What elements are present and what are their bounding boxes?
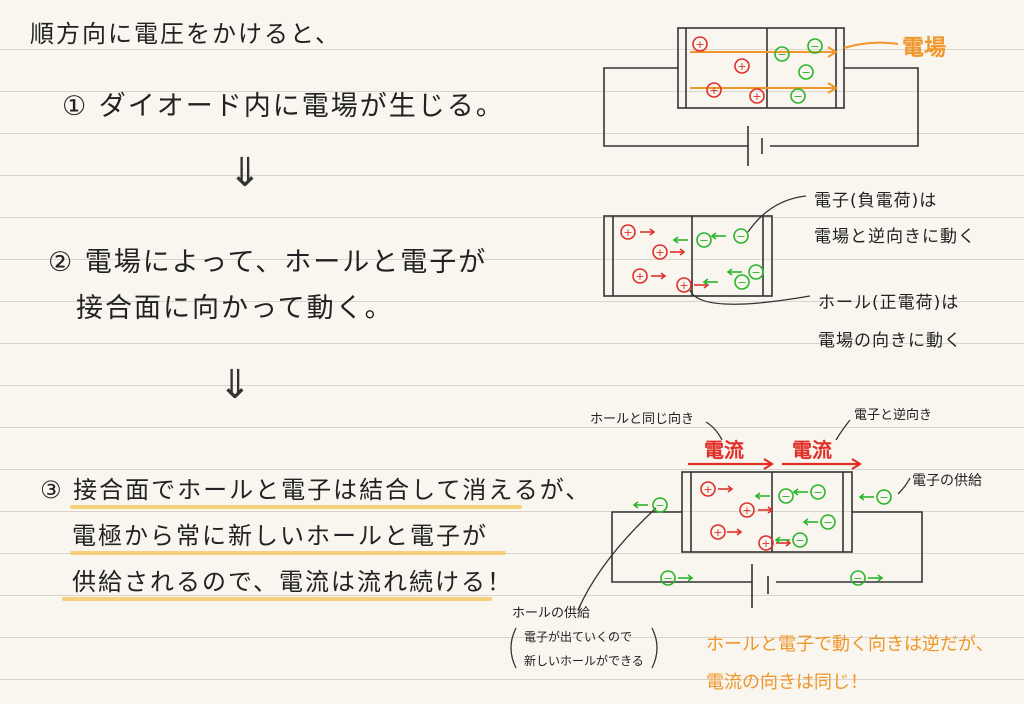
hole-sign: + [742,504,751,517]
step3-line3: 供給されるので、電流は流れ続ける！ [72,568,514,596]
electron-circle [660,570,676,586]
wire-left-1 [603,67,748,147]
electron-sign: − [737,276,746,289]
electron-circle [733,228,749,244]
down-arrow-2: ⇓ [218,362,252,408]
pointer-hole-supply [577,507,657,611]
electron-sign: − [699,234,708,247]
hole-sign: + [635,270,644,283]
step3-line1: ③ 接合面でホールと電子は結合して消えるが、 [40,476,592,504]
hole-sign: + [679,279,688,292]
diode-body-2 [603,215,773,297]
hole-circle [676,277,692,293]
hole-circle [706,82,722,98]
wire-left-3 [611,511,752,583]
electron-circle [807,38,823,54]
electron-circle [876,489,892,505]
hole-sign: + [713,526,722,539]
electron-circle [748,264,764,280]
electron-sign: − [879,491,888,504]
electron-sign: − [853,572,862,585]
hole-sign: + [761,537,770,550]
hole-sign: + [752,90,761,103]
electron-note-line1: 電子(負電荷)は [814,191,938,211]
current-label-2: 電流 [792,438,832,462]
hole-circle [632,268,648,284]
hole-circle [620,224,636,240]
step1-text: ① ダイオード内に電場が生じる。 [62,91,505,122]
electron-circle [790,88,806,104]
electron-sign: − [736,230,745,243]
hole-sign: + [703,483,712,496]
highlight-line2 [70,551,506,555]
electron-circle [652,497,668,513]
highlight-line1 [70,505,522,509]
electron-sign: − [777,48,786,61]
electron-sign: − [655,499,664,512]
hole-circle [739,502,755,518]
intro-text: 順方向に電圧をかけると、 [30,20,342,48]
current-label-1: 電流 [704,438,744,462]
electron-circle [774,46,790,62]
electron-sign: − [813,486,822,499]
hole-circle [710,524,726,540]
pointer-hole-note [689,289,811,305]
electron-sign: − [663,572,672,585]
electron-opposite-label: 電子と逆向き [854,408,933,423]
electron-sign: − [823,516,832,529]
pointer-electron-opp [835,419,851,441]
hole-note-line2: 電場の向きに動く [818,331,962,351]
wire-right-1 [770,67,919,147]
hole-same-direction-label: ホールと同じ向き [590,412,695,427]
field-pointer [843,41,899,49]
electron-sign: − [795,534,804,547]
wire-right-3 [776,511,923,583]
step2-line1: ② 電場によって、ホールと電子が [48,247,488,278]
electron-sign: − [810,40,819,53]
hole-circle [734,58,750,74]
step2-line2: 接合面に向かって動く。 [76,293,394,324]
hole-supply-detail-1: 電子が出ていくので [524,630,633,644]
electron-circle [810,484,826,500]
hole-circle [758,535,774,551]
hole-circle [700,481,716,497]
highlight-line3 [62,597,492,601]
step3-line2: 電極から常に新しいホールと電子が [72,522,488,550]
electron-circle [850,570,866,586]
electron-sign: − [781,490,790,503]
pointer-electron-supply [897,477,911,495]
hole-sign: + [695,38,704,51]
hole-circle [652,244,668,260]
electron-sign: − [751,266,760,279]
electron-circle [696,232,712,248]
hole-sign: + [737,60,746,73]
hole-sign: + [623,226,632,239]
electron-supply-label: 電子の供給 [912,473,982,489]
down-arrow-1: ⇓ [228,150,262,196]
electron-circle [792,532,808,548]
electron-circle [798,64,814,80]
hole-note-line1: ホール(正電荷)は [818,293,960,313]
electron-note-line2: 電場と逆向きに動く [814,227,976,247]
electron-circle [820,514,836,530]
hole-supply-label: ホールの供給 [512,606,591,621]
electron-circle [778,488,794,504]
hole-supply-detail-2: 新しいホールができる [524,654,644,668]
electric-field-label: 電場 [902,36,947,61]
hole-sign: + [709,84,718,97]
electron-circle [734,274,750,290]
electron-sign: − [801,66,810,79]
electron-sign: − [793,90,802,103]
pointer-hole-same [705,421,723,441]
summary-line2: 電流の向きは同じ！ [706,672,868,693]
hole-circle [692,36,708,52]
hole-sign: + [655,246,664,259]
hole-circle [749,88,765,104]
summary-line1: ホールと電子で動く向きは逆だが、 [706,634,994,655]
pointer-electron-note [747,195,807,233]
